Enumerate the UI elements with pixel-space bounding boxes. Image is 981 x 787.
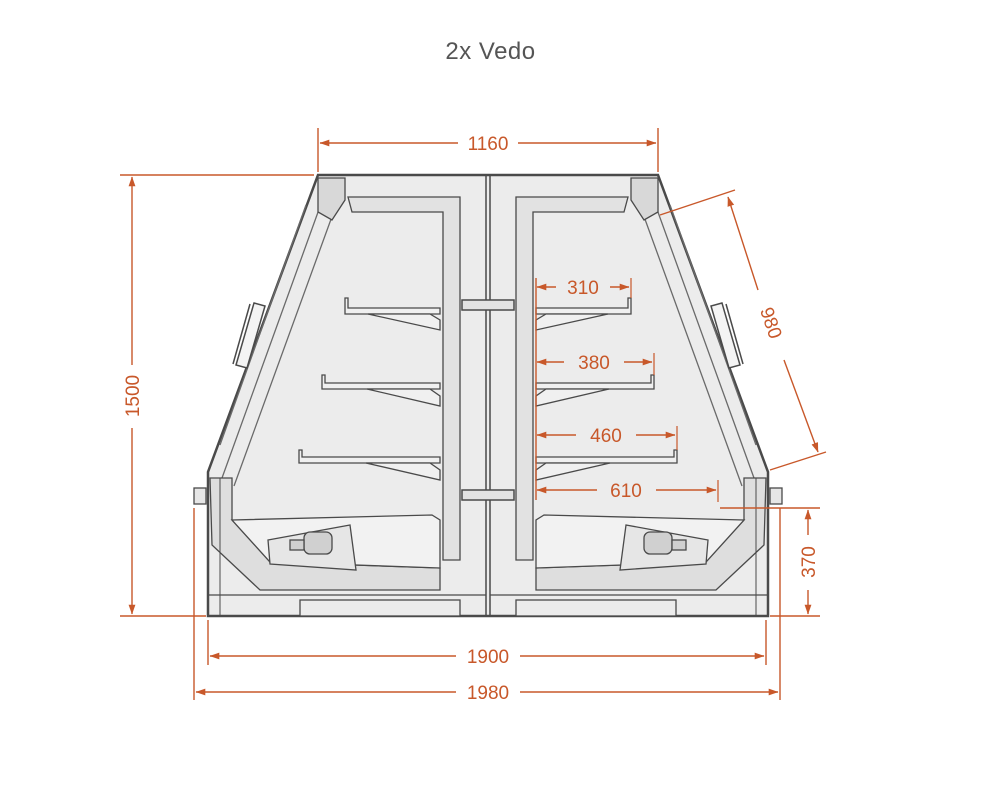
left-interior-frame <box>347 196 461 561</box>
display-case-drawing <box>193 173 783 618</box>
left-glass-panel <box>219 189 339 487</box>
dim-shelf-3: 460 <box>536 426 678 450</box>
dim-label-shelf-2: 380 <box>578 353 610 374</box>
central-divider <box>461 176 515 616</box>
dim-label-shelf-3: 460 <box>590 426 622 447</box>
dim-label-top-width: 1160 <box>468 134 509 155</box>
dim-label-base-height: 370 <box>799 546 820 578</box>
dim-label-inner-width: 1900 <box>467 647 509 668</box>
right-handle <box>710 302 744 369</box>
right-bumper <box>769 487 783 505</box>
dim-label-height: 1500 <box>123 375 144 417</box>
right-glass-panel <box>637 189 757 487</box>
dim-base-depth: 610 <box>536 480 719 502</box>
left-shelves <box>298 297 441 481</box>
right-top-profile <box>630 177 659 221</box>
left-base-unit <box>208 477 486 617</box>
dim-top-width: 1160 <box>319 134 657 155</box>
right-base-unit <box>490 477 768 617</box>
dim-total-width: 1980 <box>195 683 779 704</box>
right-interior-frame <box>515 196 629 561</box>
dim-label-glass-length: 980 <box>755 305 785 342</box>
dimension-lines <box>120 128 827 700</box>
dim-height: 1500 <box>123 176 144 615</box>
dim-inner-width: 1900 <box>209 647 765 668</box>
left-top-profile <box>317 177 346 221</box>
drawing-title: 2x Vedo <box>445 38 536 65</box>
dim-shelf-2: 380 <box>536 353 655 375</box>
dim-shelf-1: 310 <box>536 278 632 299</box>
left-bumper <box>193 487 207 505</box>
dim-label-total-width: 1980 <box>467 683 509 704</box>
dim-label-shelf-1: 310 <box>567 278 599 299</box>
dim-label-base-depth: 610 <box>610 481 642 502</box>
dim-base-height: 370 <box>799 509 820 615</box>
left-handle <box>232 302 266 369</box>
